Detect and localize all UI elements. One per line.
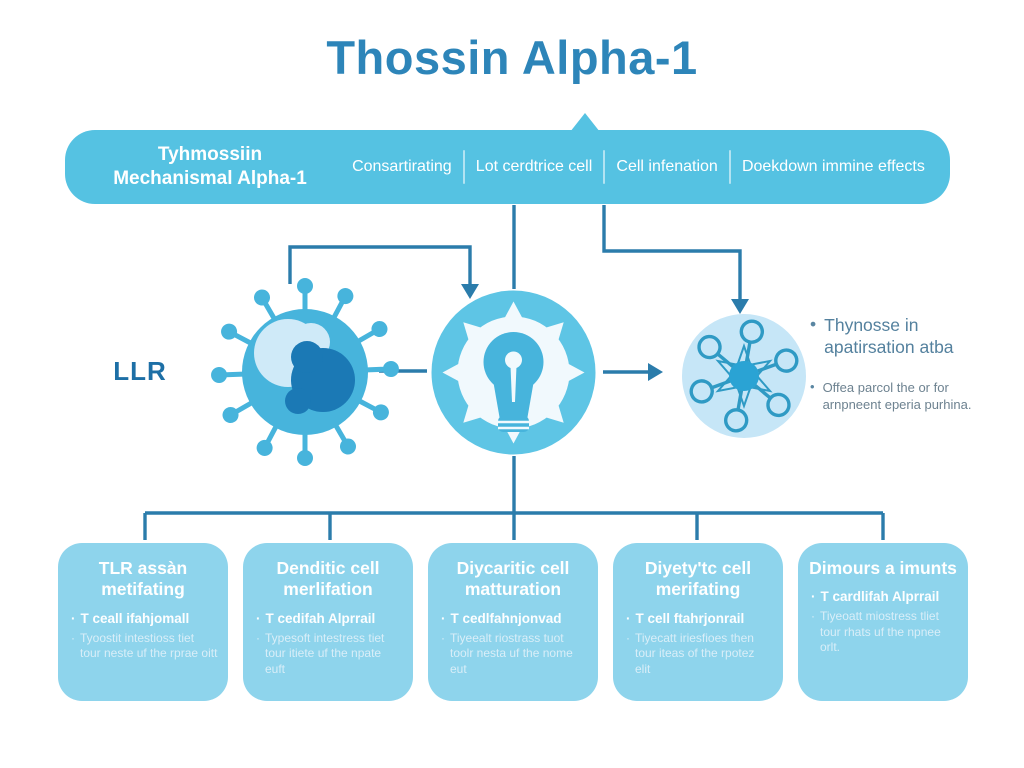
bottom-box-3-bullets: ·T cedlfahnjonvad ·Tiyeealt riostrass tu… — [428, 606, 598, 678]
bottom-box-3: Diycaritic cell matturation ·T cedlfahnj… — [428, 543, 598, 701]
bottom-box-2: Denditic cell merlifation ·T cedifah Alp… — [243, 543, 413, 701]
dot-icon: · — [71, 630, 75, 645]
dot-icon: · — [71, 610, 76, 626]
header-separator — [728, 150, 731, 184]
bottom-box-1-title: TLR assàn metifating — [98, 558, 188, 600]
dot-icon: · — [256, 610, 261, 626]
header-item-1: Consartirating — [352, 158, 452, 175]
bottom-box-3-bullet1: T cedlfahnjonvad — [450, 610, 562, 626]
dot-icon: · — [256, 630, 260, 645]
header-item-4: Doekdown immine effects — [741, 158, 925, 175]
dot-icon: · — [626, 630, 630, 645]
bottom-box-2-title: Denditic cell merlifation — [276, 558, 380, 600]
bottom-box-2-bullet1: T cedifah Alprrail — [265, 610, 376, 626]
header-separator — [603, 150, 606, 184]
side-notes: • Thynosse in apatirsation atba • Offea … — [810, 314, 972, 414]
bottom-box-4-bullet1: T cell ftahrjonrail — [635, 610, 745, 626]
header-bar-notch — [570, 113, 600, 132]
dot-icon: · — [626, 610, 631, 626]
bottom-box-4-title: Diyety'tc cell merifating — [644, 558, 752, 600]
bottom-box-1-bullets: ·T ceall ifahjomall ·Tyoostit intestioss… — [58, 606, 228, 662]
dot-icon: · — [811, 589, 816, 605]
dot-icon: · — [441, 630, 445, 645]
page-title: Thossin Alpha-1 — [326, 31, 698, 84]
bullet-icon: • — [810, 378, 815, 394]
bullet-icon: • — [810, 314, 817, 334]
side-note-2-text: Offea parcol the or for arnpneent eperia… — [822, 379, 972, 413]
header-bar-title-line1: Tyhmossiin — [157, 144, 263, 166]
bottom-box-1-bullet2: Tyoostit intestioss tiet tour neste uf t… — [80, 630, 218, 661]
dot-icon: · — [811, 609, 815, 624]
side-note-1-text: Thynosse in apatirsation atba — [824, 315, 954, 358]
arrowhead-right — [648, 363, 663, 381]
bottom-box-1-bullet1: T ceall ifahjomall — [80, 610, 190, 626]
bottom-box-2-bullets: ·T cedifah Alprrail ·Typesoft intestress… — [243, 606, 413, 678]
header-item-3: Cell infenation — [616, 158, 718, 175]
bottom-box-4-bullets: ·T cell ftahrjonrail ·Tiyecatt iriesfioe… — [613, 606, 783, 678]
bottom-box-4: Diyety'tc cell merifating ·T cell ftahrj… — [613, 543, 783, 701]
header-item-2: Lot cerdtrice cell — [475, 158, 593, 175]
lightbulb-idea-icon — [431, 290, 596, 455]
dot-icon: · — [441, 610, 446, 626]
side-note-2: • Offea parcol the or for arnpneent eper… — [810, 379, 972, 414]
header-bar-title: Tyhmossiin Mechanismal Alpha-1 — [65, 143, 341, 191]
header-separator — [462, 150, 465, 184]
bottom-box-5: Dimours a imunts ·T cardlifah Alprrail ·… — [798, 543, 968, 701]
connector-bracket-right — [602, 205, 742, 301]
molecule-network-icon — [682, 314, 806, 438]
bottom-box-2-bullet2: Typesoft intestress tiet tour itiete uf … — [265, 630, 385, 676]
side-note-1: • Thynosse in apatirsation atba — [810, 314, 972, 359]
bottom-box-3-bullet2: Tiyeealt riostrass tuot toolr nesta uf t… — [450, 630, 573, 676]
bottom-box-5-bullet2: Tiyeoatt miostress tliet tour rhats uf t… — [820, 609, 941, 655]
bottom-box-4-bullet2: Tiyecatt iriesfioes then tour iteas of t… — [635, 630, 755, 676]
llr-label: LLR — [113, 356, 167, 386]
cell-receptor-icon — [211, 278, 399, 466]
bottom-box-5-bullet1: T cardlifah Alprrail — [820, 589, 940, 605]
bottom-box-3-title: Diycaritic cell matturation — [456, 558, 570, 600]
bottom-box-5-title: Dimours a imunts — [809, 558, 957, 578]
header-bar-title-line2: Mechanismal Alpha-1 — [113, 168, 307, 189]
molecule-star-outline — [715, 342, 773, 410]
bottom-box-5-bullets: ·T cardlifah Alprrail ·Tiyeoatt miostres… — [798, 584, 968, 656]
header-bar: Tyhmossiin Mechanismal Alpha-1 Consartir… — [65, 130, 950, 204]
header-bar-items: Consartirating Lot cerdtrice cell Cell i… — [341, 150, 950, 184]
bottom-box-1: TLR assàn metifating ·T ceall ifahjomall… — [58, 543, 228, 701]
